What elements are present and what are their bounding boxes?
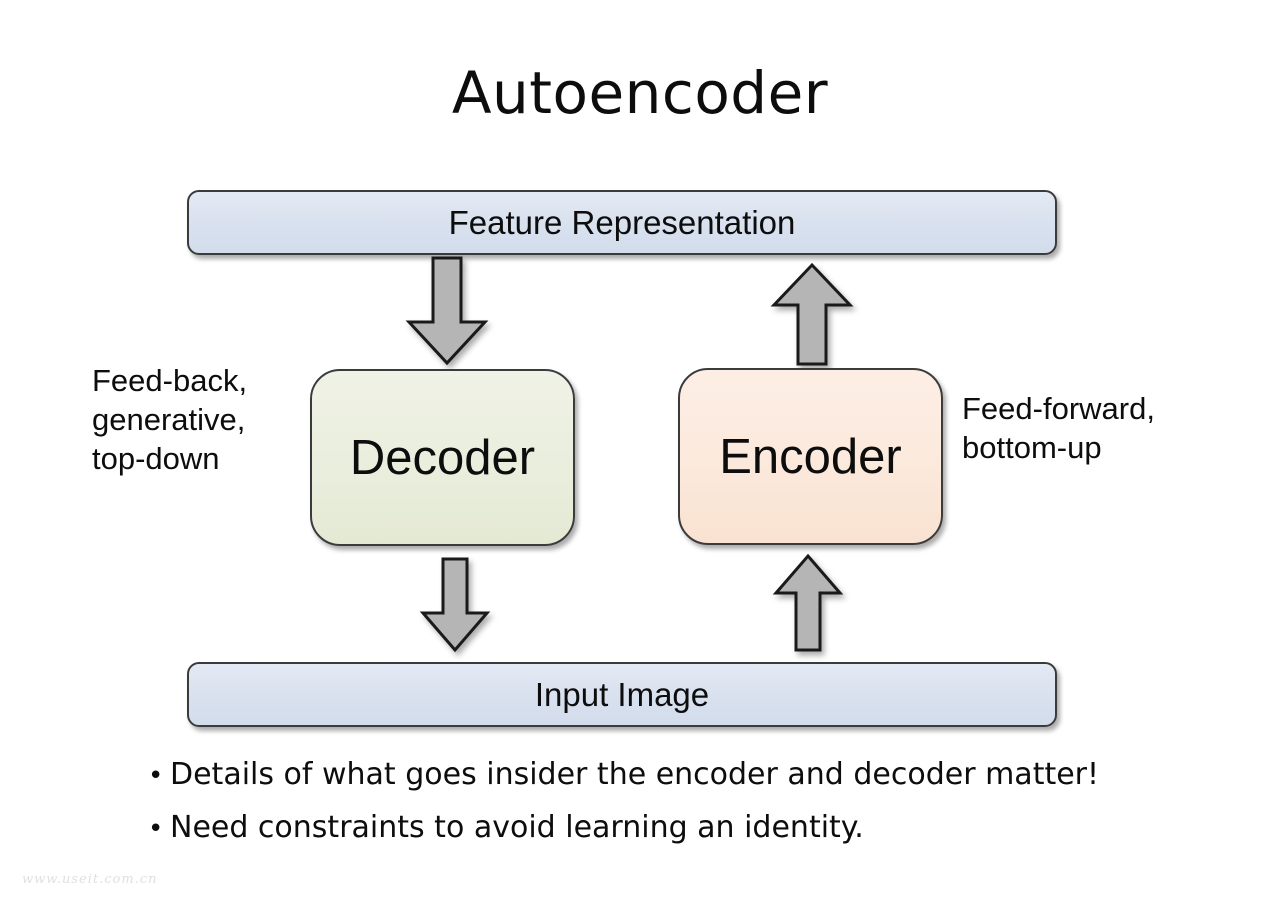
- bullet-item: •Need constraints to avoid learning an i…: [148, 801, 1208, 854]
- block-input-image[interactable]: Input Image: [187, 662, 1057, 727]
- block-encoder-label: Encoder: [719, 429, 902, 484]
- annotation-left: Feed-back, generative, top-down: [92, 363, 248, 476]
- block-decoder[interactable]: Decoder: [310, 369, 575, 546]
- block-feature-representation-label: Feature Representation: [448, 203, 796, 241]
- bullet-list: •Details of what goes insider the encode…: [148, 748, 1208, 855]
- arrow-down-decoder-to-input: [419, 557, 491, 653]
- block-input-image-label: Input Image: [534, 675, 710, 713]
- block-feature-representation[interactable]: Feature Representation: [187, 190, 1057, 255]
- page-title: Autoencoder: [451, 59, 829, 127]
- bullet-item: •Details of what goes insider the encode…: [148, 748, 1208, 801]
- bullet-marker: •: [148, 814, 164, 845]
- watermark: www.useit.com.cn: [22, 872, 158, 887]
- block-encoder[interactable]: Encoder: [678, 368, 943, 545]
- bullet-marker: •: [148, 761, 164, 791]
- arrow-up-input-to-encoder: [772, 553, 844, 653]
- annotation-right: Feed-forward, bottom-up: [962, 391, 1155, 465]
- bullet-text: Need constraints to avoid learning an id…: [170, 810, 864, 846]
- bullet-text: Details of what goes insider the encoder…: [170, 757, 1100, 792]
- arrow-up-encoder-to-feature: [770, 262, 854, 367]
- block-decoder-label: Decoder: [349, 430, 536, 485]
- arrow-down-feature-to-decoder: [405, 256, 489, 366]
